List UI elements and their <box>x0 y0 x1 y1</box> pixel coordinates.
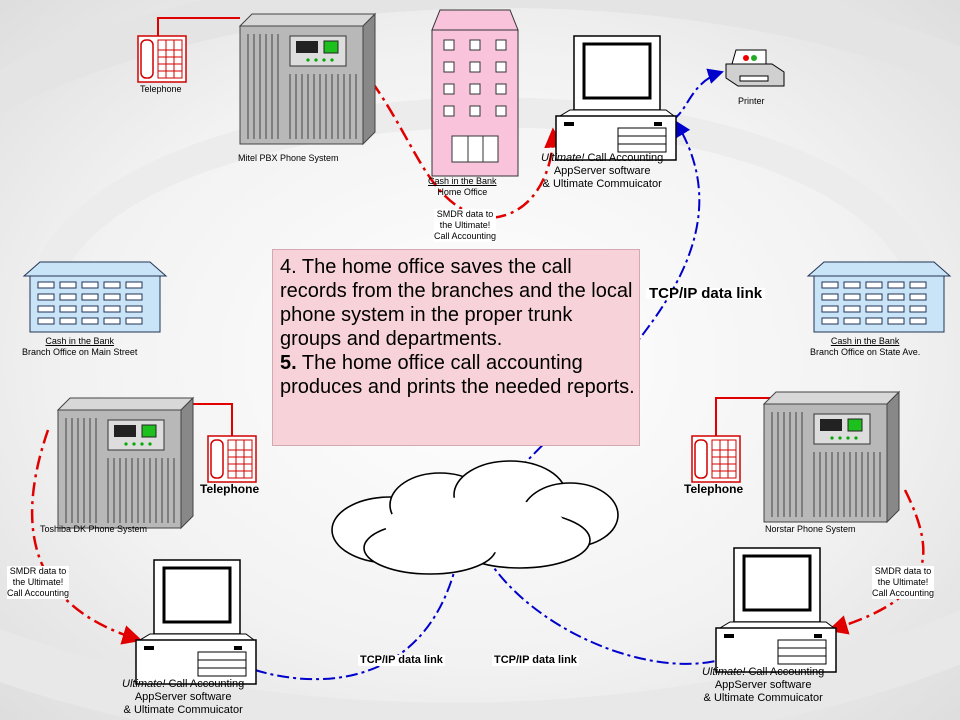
appserver-right-italic: Ultimate! <box>702 666 746 678</box>
smdr-label-top: SMDR data to the Ultimate! Call Accounti… <box>434 209 497 242</box>
info-step-5: 5. The home office call accounting produ… <box>280 351 639 399</box>
branch-main-street-building-icon <box>23 261 167 333</box>
smdr-left-line2: the Ultimate! <box>12 577 64 587</box>
appserver-top-italic: Ultimate! <box>541 152 585 164</box>
info-box: 4. The home office saves the call record… <box>272 249 640 446</box>
appserver-left-line3: & Ultimate Commuicator <box>123 704 243 716</box>
pbx-top-icon <box>239 13 376 145</box>
step-4-number: 4. <box>280 256 297 278</box>
appserver-left-line2: AppServer software <box>134 691 232 703</box>
printer-icon <box>725 49 785 87</box>
pbx-right-label: Norstar Phone System <box>765 524 856 534</box>
home-office-sub: Home Office <box>437 187 488 197</box>
appserver-top-line3: & Ultimate Commuicator <box>542 178 662 190</box>
appserver-top-label: Ultimate! Call Accounting AppServer soft… <box>541 152 663 191</box>
smdr-label-left: SMDR data to the Ultimate! Call Accounti… <box>7 566 70 599</box>
appserver-right-label: Ultimate! Call Accounting AppServer soft… <box>702 666 824 705</box>
home-office-name: Cash in the Bank <box>428 176 497 186</box>
branch-state-ave-building-icon <box>807 261 951 333</box>
step-4-text: The home office saves the call records f… <box>280 256 633 350</box>
pbx-right-icon <box>763 391 900 523</box>
step-5-text: The home office call accounting produces… <box>280 352 635 398</box>
smdr-right-line3: Call Accounting <box>872 588 935 598</box>
pbx-left-icon <box>57 397 194 529</box>
branch-state-name: Cash in the Bank <box>830 336 900 346</box>
appserver-left-line1: Call Accounting <box>165 678 245 690</box>
printer-label: Printer <box>738 96 765 106</box>
home-office-building-icon <box>431 9 519 177</box>
branch-main-label: Cash in the Bank Branch Office on Main S… <box>22 336 137 358</box>
appserver-right-line2: AppServer software <box>714 679 812 691</box>
telephone-left-icon <box>207 435 257 483</box>
info-step-4: 4. The home office saves the call record… <box>280 255 639 351</box>
step-5-number: 5. <box>280 352 297 374</box>
branch-main-sub: Branch Office on Main Street <box>22 347 138 357</box>
appserver-left-label: Ultimate! Call Accounting AppServer soft… <box>122 678 244 717</box>
smdr-label-right: SMDR data to the Ultimate! Call Accounti… <box>872 566 935 599</box>
branch-state-label: Cash in the Bank Branch Office on State … <box>810 336 920 358</box>
tcp-link-left <box>254 533 468 681</box>
pbx-top-label: Mitel PBX Phone System <box>238 153 339 163</box>
appserver-left-computer-icon <box>134 558 258 686</box>
smdr-top-line3: Call Accounting <box>434 231 497 241</box>
appserver-top-computer-icon <box>554 34 678 162</box>
appserver-right-line1: Call Accounting <box>745 666 825 678</box>
pbx-left-label: Toshiba DK Phone System <box>40 524 148 534</box>
branch-main-name: Cash in the Bank <box>45 336 114 346</box>
telephone-top-icon <box>137 35 187 83</box>
telephone-left-label: Telephone <box>200 482 260 496</box>
telephone-right-label: Telephone <box>684 482 744 496</box>
telephone-right-icon <box>691 435 741 483</box>
smdr-right-line1: SMDR data to <box>874 566 932 576</box>
appserver-right-computer-icon <box>714 546 838 674</box>
home-office-label: Cash in the Bank Home Office <box>428 176 497 198</box>
smdr-top-line1: SMDR data to <box>436 209 494 219</box>
tcp-label-top: TCP/IP data link <box>646 286 766 301</box>
tcp-label-right: TCP/IP data link <box>492 654 579 666</box>
smdr-link-top <box>370 81 565 220</box>
appserver-top-line1: Call Accounting <box>584 152 664 164</box>
branch-state-sub: Branch Office on State Ave. <box>810 347 921 357</box>
tcp-link-right <box>474 534 721 665</box>
smdr-right-line2: the Ultimate! <box>877 577 929 587</box>
appserver-left-italic: Ultimate! <box>122 678 166 690</box>
smdr-left-line1: SMDR data to <box>9 566 67 576</box>
smdr-top-line2: the Ultimate! <box>439 220 491 230</box>
telephone-top-label: Telephone <box>140 84 182 94</box>
smdr-link-left <box>30 429 143 645</box>
tcp-label-left: TCP/IP data link <box>358 654 445 666</box>
tcp-link-printer <box>671 68 724 121</box>
appserver-right-line3: & Ultimate Commuicator <box>703 692 823 704</box>
appserver-top-line2: AppServer software <box>553 165 651 177</box>
smdr-left-line3: Call Accounting <box>7 588 70 598</box>
network-cloud <box>331 460 619 575</box>
